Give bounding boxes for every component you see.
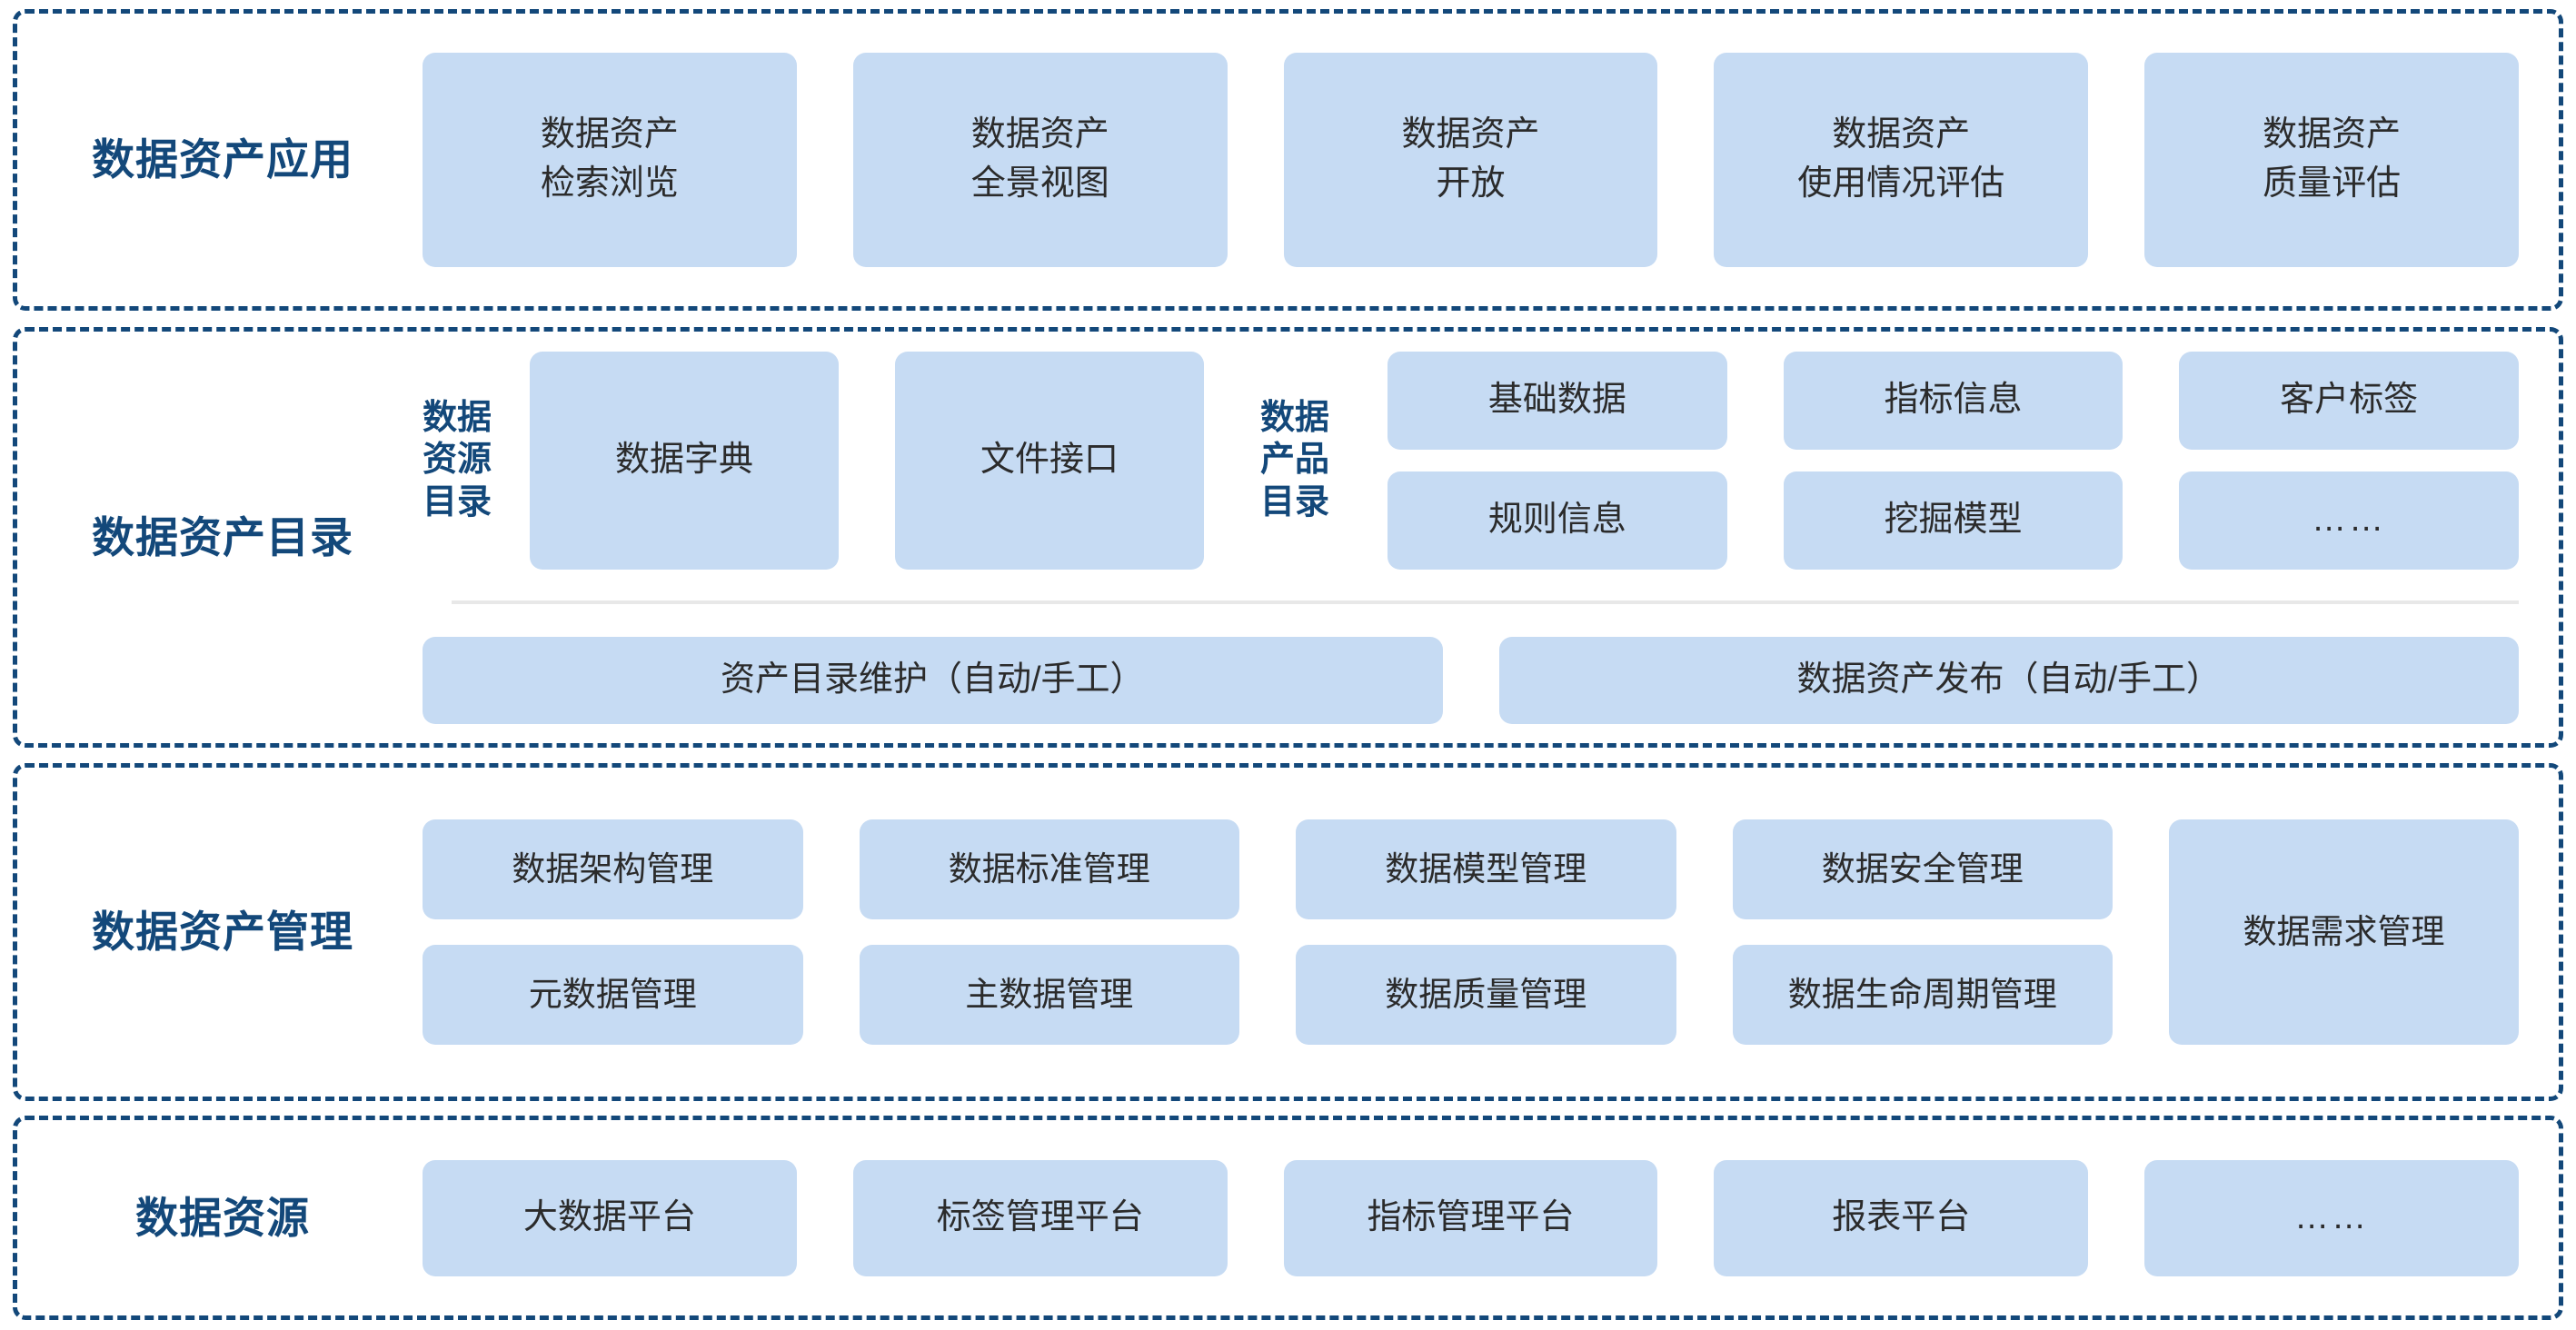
card-data-architecture-mgmt[interactable]: 数据架构管理 (423, 819, 803, 919)
section-label-management: 数据资产管理 (92, 908, 353, 957)
sublabel-resource-catalog: 数据 资源 目录 (423, 398, 492, 521)
card-data-standard-mgmt[interactable]: 数据标准管理 (859, 819, 1239, 919)
catalog-top-area: 数据 资源 目录 数据字典 文件接口 数据 产品 目录 基础数据 指标信息 客户… (423, 351, 2519, 570)
catalog-body: 数据 资源 目录 数据字典 文件接口 数据 产品 目录 基础数据 指标信息 客户… (423, 332, 2559, 743)
section-label-resource: 数据资源 (135, 1193, 310, 1242)
card-asset-publishing[interactable]: 数据资产发布（自动/手工） (1498, 636, 2519, 724)
resource-card-row: 大数据平台 标签管理平台 指标管理平台 报表平台 …… (423, 1159, 2559, 1276)
management-card-grid: 数据架构管理 数据标准管理 数据模型管理 数据安全管理 元数据管理 主数据管理 … (423, 819, 2113, 1045)
section-data-asset-management: 数据资产管理 数据架构管理 数据标准管理 数据模型管理 数据安全管理 元数据管理… (13, 763, 2563, 1101)
card-asset-search-browse[interactable]: 数据资产 检索浏览 (423, 53, 797, 267)
card-file-interface[interactable]: 文件接口 (895, 351, 1204, 570)
card-asset-open[interactable]: 数据资产 开放 (1283, 53, 1658, 267)
section-label-application: 数据资产应用 (92, 135, 353, 184)
card-resource-more[interactable]: …… (2144, 1159, 2519, 1276)
sublabel-product-catalog: 数据 产品 目录 (1260, 398, 1330, 521)
card-asset-panorama-view[interactable]: 数据资产 全景视图 (852, 53, 1228, 267)
catalog-bottom-area: 资产目录维护（自动/手工） 数据资产发布（自动/手工） (423, 636, 2519, 724)
card-data-dictionary[interactable]: 数据字典 (530, 351, 839, 570)
card-customer-tag[interactable]: 客户标签 (2179, 351, 2519, 450)
card-catalog-maintenance[interactable]: 资产目录维护（自动/手工） (423, 636, 1443, 724)
card-basic-data[interactable]: 基础数据 (1387, 351, 1727, 450)
section-data-asset-catalog: 数据资产目录 数据 资源 目录 数据字典 文件接口 数据 产品 目录 基础数据 … (13, 327, 2563, 748)
catalog-divider (452, 600, 2519, 604)
product-catalog-cards: 基础数据 指标信息 客户标签 规则信息 挖掘模型 …… (1387, 351, 2519, 570)
card-mining-model[interactable]: 挖掘模型 (1783, 471, 2123, 570)
section-data-asset-application: 数据资产应用 数据资产 检索浏览 数据资产 全景视图 数据资产 开放 数据资产 … (13, 9, 2563, 311)
card-indicator-mgmt-platform[interactable]: 指标管理平台 (1283, 1159, 1658, 1276)
card-data-model-mgmt[interactable]: 数据模型管理 (1296, 819, 1676, 919)
section-data-resource: 数据资源 大数据平台 标签管理平台 指标管理平台 报表平台 …… (13, 1116, 2563, 1320)
card-data-requirement-mgmt[interactable]: 数据需求管理 (2169, 819, 2519, 1045)
card-asset-usage-evaluation[interactable]: 数据资产 使用情况评估 (1714, 53, 2089, 267)
card-asset-quality-evaluation[interactable]: 数据资产 质量评估 (2144, 53, 2519, 267)
application-card-row: 数据资产 检索浏览 数据资产 全景视图 数据资产 开放 数据资产 使用情况评估 … (423, 53, 2559, 267)
management-body: 数据架构管理 数据标准管理 数据模型管理 数据安全管理 元数据管理 主数据管理 … (423, 819, 2559, 1045)
card-indicator-info[interactable]: 指标信息 (1783, 351, 2123, 450)
card-metadata-mgmt[interactable]: 元数据管理 (423, 945, 803, 1045)
section-label-catalog: 数据资产目录 (92, 512, 353, 561)
card-bigdata-platform[interactable]: 大数据平台 (423, 1159, 797, 1276)
card-data-lifecycle-mgmt[interactable]: 数据生命周期管理 (1732, 945, 2113, 1045)
card-tag-mgmt-platform[interactable]: 标签管理平台 (852, 1159, 1228, 1276)
card-master-data-mgmt[interactable]: 主数据管理 (859, 945, 1239, 1045)
card-data-quality-mgmt[interactable]: 数据质量管理 (1296, 945, 1676, 1045)
card-data-security-mgmt[interactable]: 数据安全管理 (1732, 819, 2113, 919)
card-rule-info[interactable]: 规则信息 (1387, 471, 1727, 570)
card-product-more[interactable]: …… (2179, 471, 2519, 570)
resource-catalog-cards: 数据字典 文件接口 (530, 351, 1204, 570)
card-report-platform[interactable]: 报表平台 (1714, 1159, 2089, 1276)
management-tall-column: 数据需求管理 (2169, 819, 2519, 1045)
